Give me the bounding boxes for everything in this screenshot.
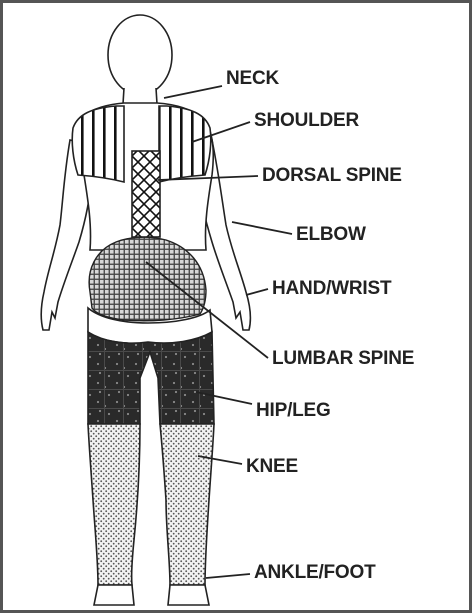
shoulder-region-left bbox=[72, 106, 124, 182]
label-dorsal-spine: DORSAL SPINE bbox=[262, 165, 402, 186]
foot-right bbox=[168, 585, 209, 605]
label-neck: NECK bbox=[226, 68, 280, 89]
label-lumbar-spine: LUMBAR SPINE bbox=[272, 348, 414, 369]
label-shoulder: SHOULDER bbox=[254, 110, 359, 131]
foot-left bbox=[94, 585, 134, 605]
shoulder-region-right bbox=[159, 106, 211, 182]
label-knee: KNEE bbox=[246, 456, 298, 477]
label-elbow: ELBOW bbox=[296, 224, 366, 245]
label-hand-wrist: HAND/WRIST bbox=[272, 278, 392, 299]
neck-shape bbox=[123, 88, 157, 104]
dorsal-spine-region bbox=[132, 151, 160, 237]
label-ankle-foot: ANKLE/FOOT bbox=[254, 562, 376, 583]
label-hip-leg: HIP/LEG bbox=[256, 400, 331, 421]
head-shape bbox=[108, 15, 172, 95]
